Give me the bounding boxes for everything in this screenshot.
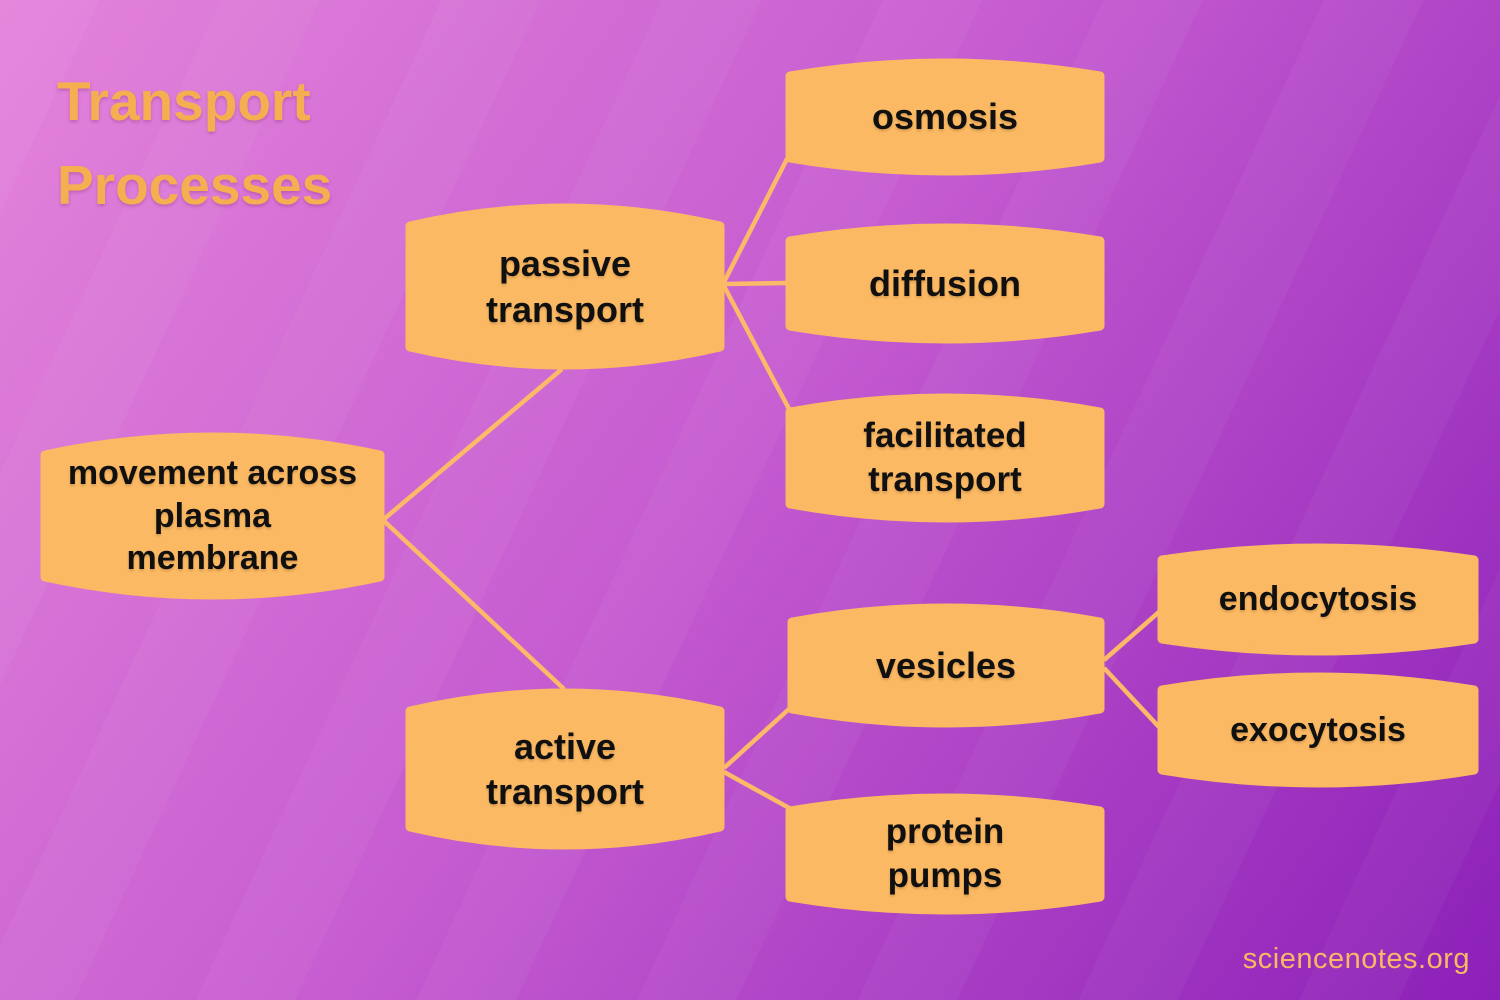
- node-shape: [785, 793, 1105, 915]
- node-shape: [405, 203, 725, 370]
- node-shape: [785, 223, 1105, 344]
- node-endocytosis: endocytosis: [1157, 543, 1479, 656]
- node-shape: [40, 432, 385, 600]
- node-label: protein pumps: [885, 811, 1005, 895]
- page-title-line2: Processes: [57, 153, 333, 216]
- node-label: vesicles: [875, 644, 1017, 686]
- edge-vesicles-exocytosis: [1102, 666, 1161, 729]
- edge-vesicles-endocytosis: [1102, 610, 1161, 662]
- node-label: osmosis: [871, 96, 1019, 138]
- edge-movement-active: [382, 519, 566, 691]
- node-active-transport: active transport: [405, 688, 725, 850]
- node-shape: [785, 393, 1105, 523]
- node-shape: [1157, 543, 1479, 656]
- node-label: facilitated transport: [863, 415, 1027, 499]
- node-label: active transport: [485, 725, 644, 812]
- node-movement-across-plasma-membrane: movement across plasma membrane: [40, 432, 385, 600]
- node-shape: [787, 603, 1105, 728]
- node-protein-pumps: protein pumps: [785, 793, 1105, 915]
- node-label: passive transport: [485, 243, 644, 330]
- node-shape: [785, 58, 1105, 176]
- edge-active-vesicles: [722, 707, 791, 770]
- node-passive-transport: passive transport: [405, 203, 725, 370]
- edge-passive-facilitated: [722, 284, 791, 411]
- node-osmosis: osmosis: [785, 58, 1105, 176]
- node-shape: [405, 688, 725, 850]
- node-vesicles: vesicles: [787, 603, 1105, 728]
- node-facilitated-transport: facilitated transport: [785, 393, 1105, 523]
- node-label: endocytosis: [1218, 580, 1418, 619]
- node-label: diffusion: [869, 262, 1021, 304]
- node-shape: [1157, 672, 1479, 788]
- edge-movement-passive: [382, 367, 564, 521]
- node-label: movement across plasma membrane: [67, 453, 358, 578]
- edge-passive-diffusion: [723, 280, 787, 287]
- node-label: exocytosis: [1230, 710, 1406, 749]
- edge-passive-osmosis: [721, 153, 792, 284]
- edge-active-protein-pumps: [722, 770, 793, 811]
- node-exocytosis: exocytosis: [1157, 672, 1479, 788]
- node-diffusion: diffusion: [785, 223, 1105, 344]
- page-title-line1: Transport: [57, 70, 311, 132]
- site-credit: sciencenotes.org: [1242, 943, 1470, 975]
